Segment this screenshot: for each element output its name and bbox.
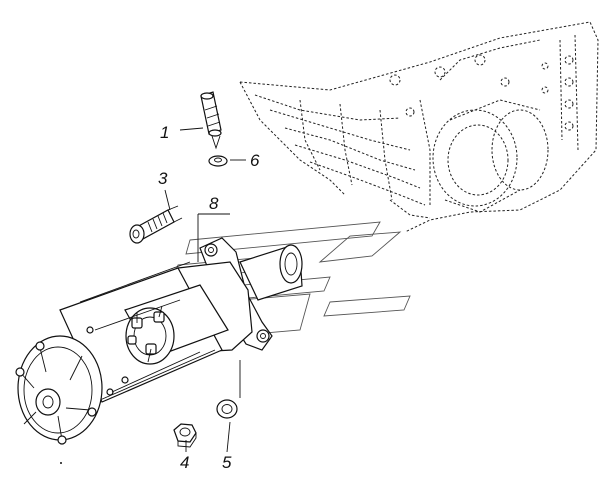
part-3-socket-head-bolt (129, 205, 183, 244)
callout-6: 6 (250, 151, 260, 170)
leader-3 (164, 189, 171, 211)
stray-dot (60, 462, 62, 464)
callout-1: 1 (160, 123, 169, 142)
part-4-hex-nut (173, 423, 197, 448)
engine-housing (239, 21, 599, 233)
part-1-stud-pin (200, 91, 222, 150)
part-5-washer (216, 399, 238, 419)
callout-3: 3 (158, 169, 168, 188)
part-8-starter-motor (15, 237, 303, 445)
callout-5: 5 (222, 453, 232, 472)
leader-1 (179, 127, 204, 131)
callout-8: 8 (209, 194, 219, 213)
leader-5 (226, 421, 231, 453)
solenoid-terminals (127, 305, 165, 363)
callout-4: 4 (180, 453, 189, 472)
part-6-small-washer (208, 155, 228, 167)
